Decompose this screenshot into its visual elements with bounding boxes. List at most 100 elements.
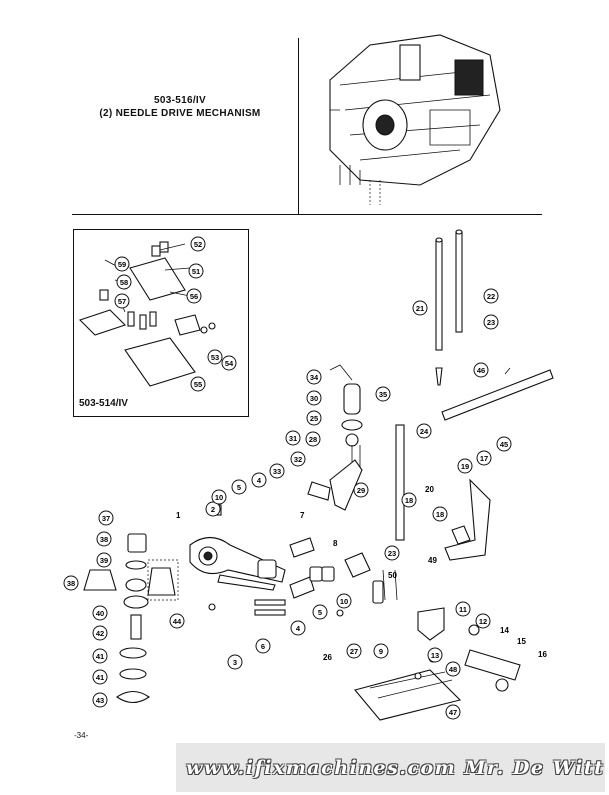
callout-38: 38 <box>96 531 112 547</box>
callout-25: 25 <box>306 410 322 426</box>
svg-text:45: 45 <box>500 440 508 449</box>
page-number: -34- <box>74 731 89 740</box>
svg-text:8: 8 <box>333 539 338 548</box>
horizontal-divider <box>72 214 542 215</box>
callout-52: 52 <box>190 236 206 252</box>
presser-parts <box>354 478 521 721</box>
svg-text:22: 22 <box>487 292 495 301</box>
svg-text:16: 16 <box>538 650 547 659</box>
callout-45: 45 <box>496 436 512 452</box>
callout-31: 31 <box>285 430 301 446</box>
svg-text:10: 10 <box>215 493 223 502</box>
callout-48: 48 <box>445 661 461 677</box>
model-code: 503-516/IV <box>154 95 206 106</box>
svg-text:58: 58 <box>120 278 128 287</box>
callout-10: 10 <box>211 489 227 505</box>
callout-39: 39 <box>96 552 112 568</box>
svg-text:48: 48 <box>449 665 457 674</box>
callout-28: 28 <box>305 431 321 447</box>
plain-labels: 1 7 8 26 50 49 14 15 16 20 <box>176 485 547 662</box>
inset-parts <box>78 241 216 387</box>
svg-text:49: 49 <box>428 556 437 565</box>
svg-text:34: 34 <box>310 373 319 382</box>
svg-text:25: 25 <box>310 414 318 423</box>
callout-38b: 38 <box>63 575 79 591</box>
svg-text:29: 29 <box>357 486 365 495</box>
callout-13: 13 <box>427 647 443 663</box>
callout-11: 11 <box>455 601 471 617</box>
vertical-divider <box>298 38 299 214</box>
svg-text:57: 57 <box>118 297 126 306</box>
watermark-banner <box>176 743 605 792</box>
needle-bar-rods <box>395 229 554 541</box>
svg-text:13: 13 <box>431 651 439 660</box>
callout-23b: 23 <box>384 545 400 561</box>
svg-text:1: 1 <box>176 511 181 520</box>
callout-35: 35 <box>375 386 391 402</box>
callout-58: 58 <box>116 274 132 290</box>
svg-text:47: 47 <box>449 708 457 717</box>
svg-text:5: 5 <box>237 483 241 492</box>
svg-text:23: 23 <box>388 549 396 558</box>
svg-text:17: 17 <box>480 454 488 463</box>
callout-29: 29 <box>353 482 369 498</box>
callout-42: 42 <box>92 625 108 641</box>
svg-text:38: 38 <box>100 535 108 544</box>
svg-text:40: 40 <box>96 609 104 618</box>
svg-text:2: 2 <box>211 505 215 514</box>
callout-18a: 18 <box>401 492 417 508</box>
callout-4: 4 <box>290 620 306 636</box>
callout-17: 17 <box>476 450 492 466</box>
svg-text:43: 43 <box>96 696 104 705</box>
svg-text:26: 26 <box>323 653 332 662</box>
svg-text:31: 31 <box>289 434 297 443</box>
callout-43: 43 <box>92 692 108 708</box>
callout-4a: 4 <box>251 472 267 488</box>
callout-12: 12 <box>475 613 491 629</box>
callout-44: 44 <box>169 613 185 629</box>
svg-text:10: 10 <box>340 597 348 606</box>
svg-text:46: 46 <box>477 366 485 375</box>
callout-30: 30 <box>306 390 322 406</box>
svg-text:30: 30 <box>310 394 318 403</box>
model-number: 503-516/IV (2) NEEDLE DRIVE MECHANISM <box>80 94 280 120</box>
callout-40: 40 <box>92 605 108 621</box>
svg-text:20: 20 <box>425 485 434 494</box>
callout-53: 53 <box>207 349 223 365</box>
callout-37: 37 <box>98 510 114 526</box>
callout-18b: 18 <box>432 506 448 522</box>
svg-text:23: 23 <box>487 318 495 327</box>
svg-text:19: 19 <box>461 462 469 471</box>
svg-text:27: 27 <box>350 647 358 656</box>
svg-text:15: 15 <box>517 637 526 646</box>
svg-text:18: 18 <box>405 496 413 505</box>
svg-text:28: 28 <box>309 435 317 444</box>
svg-text:4: 4 <box>257 476 262 485</box>
svg-text:39: 39 <box>100 556 108 565</box>
callout-3: 3 <box>227 654 243 670</box>
svg-text:42: 42 <box>96 629 104 638</box>
callout-32: 32 <box>290 451 306 467</box>
svg-text:24: 24 <box>420 427 429 436</box>
svg-text:11: 11 <box>459 605 467 614</box>
svg-text:18: 18 <box>436 510 444 519</box>
svg-text:32: 32 <box>294 455 302 464</box>
callout-41b: 41 <box>92 669 108 685</box>
svg-text:21: 21 <box>416 304 424 313</box>
inset-box <box>73 229 249 417</box>
svg-text:50: 50 <box>388 571 397 580</box>
svg-text:12: 12 <box>479 617 487 626</box>
svg-text:52: 52 <box>194 240 202 249</box>
svg-text:53: 53 <box>211 353 219 362</box>
svg-text:41: 41 <box>96 652 104 661</box>
callout-33: 33 <box>269 463 285 479</box>
svg-text:4: 4 <box>296 624 301 633</box>
callout-23: 23 <box>483 314 499 330</box>
left-parts-stack <box>83 533 179 704</box>
svg-text:59: 59 <box>118 260 126 269</box>
needle-drive-parts <box>189 364 384 617</box>
callout-47: 47 <box>445 704 461 720</box>
svg-text:33: 33 <box>273 467 281 476</box>
callout-2: 2 <box>205 501 221 517</box>
